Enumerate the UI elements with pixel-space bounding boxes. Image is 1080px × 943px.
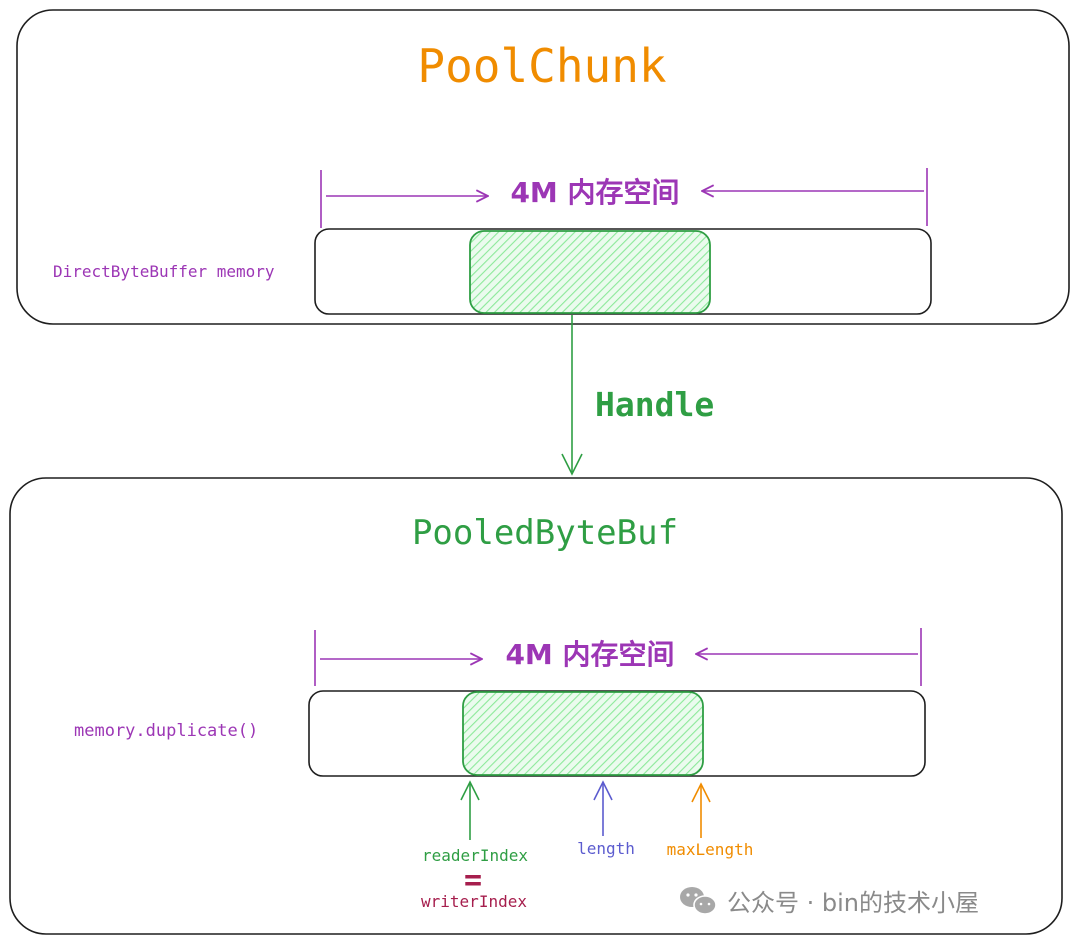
directbytebuffer-label: DirectByteBuffer memory: [53, 262, 275, 281]
handle-label: Handle: [595, 385, 714, 424]
length-label: length: [577, 839, 635, 858]
watermark-text: 公众号 · bin的技术小屋: [727, 889, 979, 917]
allocated-region: [469, 230, 711, 314]
equals-sign: =: [464, 863, 482, 898]
max-length-label: maxLength: [667, 840, 754, 859]
pooledbytebuf-panel: PooledByteBuf 4M 内存空间 memory.duplicate()…: [9, 477, 1063, 935]
poolchunk-panel: PoolChunk 4M 内存空间 DirectByteBuffer memor…: [16, 9, 1070, 325]
watermark: 公众号 · bin的技术小屋: [680, 887, 979, 917]
allocated-region: [462, 691, 704, 776]
wechat-icon: [680, 887, 717, 915]
span-label: 4M 内存空间: [510, 176, 679, 209]
reader-index-label: readerIndex: [422, 846, 528, 865]
length-pointer: length: [577, 780, 635, 858]
handle-connector: Handle: [561, 315, 714, 476]
duplicate-label: memory.duplicate(): [74, 721, 258, 741]
span-label: 4M 内存空间: [505, 638, 674, 671]
poolchunk-title: PoolChunk: [417, 39, 666, 93]
pooledbytebuf-title: PooledByteBuf: [412, 513, 678, 553]
reader-index-pointer: readerIndex = writerIndex: [421, 780, 528, 911]
max-length-pointer: maxLength: [667, 782, 754, 859]
writer-index-label: writerIndex: [421, 892, 527, 911]
